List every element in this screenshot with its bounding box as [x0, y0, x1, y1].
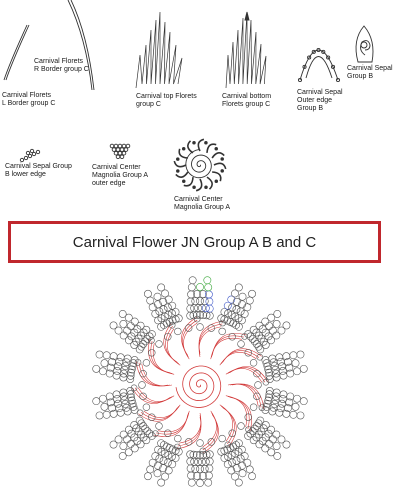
- flower-petal-circles: [92, 276, 308, 487]
- label-center-magnolia: Carnival Center Magnolia Group A: [174, 196, 231, 211]
- sepal-lower-edge-icon: [19, 148, 41, 163]
- top-florets-icon: [135, 11, 183, 89]
- flower-center-spiral: [175, 365, 222, 408]
- l-border-floret-stroke: [5, 24, 30, 81]
- l-border-floret-stroke: [3, 24, 28, 81]
- bottom-florets-icon: [225, 11, 267, 89]
- center-outer-edge-icon: [109, 143, 131, 160]
- sepal-group-b-icon: [355, 25, 374, 63]
- r-border-floret-stroke: [70, 0, 95, 91]
- label-sepal-outer-edge: Carnival Sepal Outer edge Group B: [297, 89, 343, 112]
- label-sepal-group-b: Carnival Sepal Group B: [347, 65, 393, 80]
- label-top-florets: Carnival top Florets group C: [136, 93, 197, 108]
- sepal-outer-edge-icon: [297, 47, 341, 83]
- label-sepal-lower-edge: Carnival Sepal Group B lower edge: [5, 163, 72, 178]
- r-border-floret-stroke: [67, 0, 93, 91]
- label-r-border-florets: Carnival Florets R Border group C: [34, 58, 89, 73]
- title-banner: Carnival Flower JN Group A B and C: [8, 221, 381, 263]
- center-magnolia-icon: [173, 138, 227, 192]
- label-bottom-florets: Carnival bottom Florets group C: [222, 93, 272, 108]
- page-title: Carnival Flower JN Group A B and C: [72, 233, 317, 251]
- label-l-border-florets: Carnival Florets L Border group C: [2, 92, 56, 107]
- label-center-outer-edge: Carnival Center Magnolia Group A outer e…: [92, 164, 149, 187]
